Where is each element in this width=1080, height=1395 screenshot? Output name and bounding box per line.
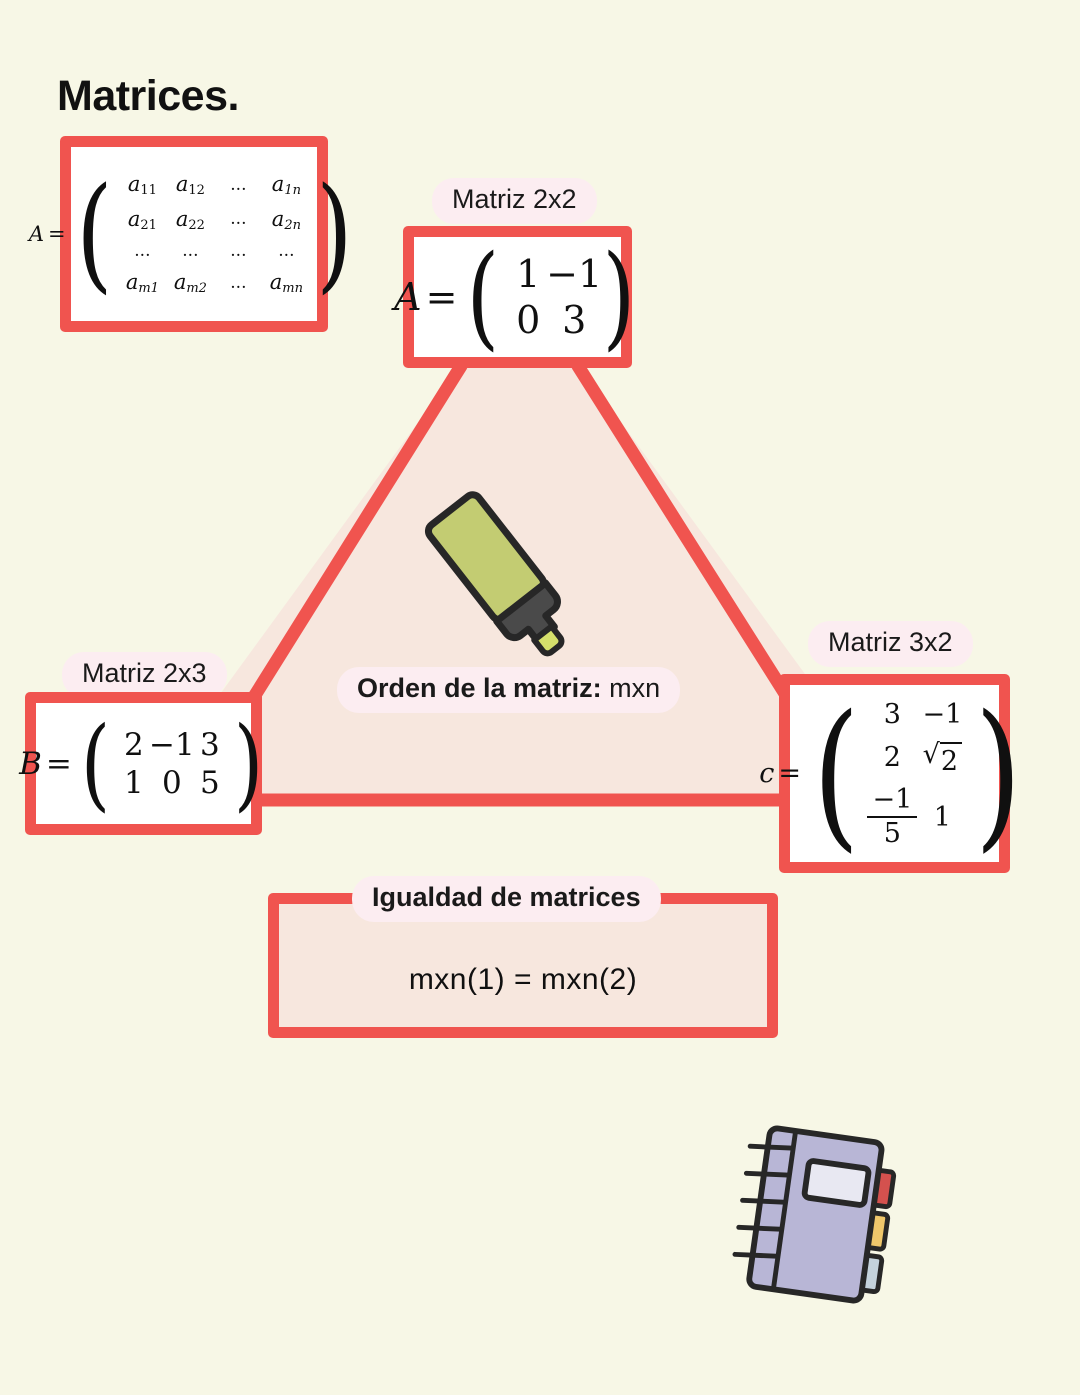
cell-r2-c3: ...	[278, 241, 295, 262]
cell-a1n: a1n	[271, 171, 301, 198]
matrix-a-box: A = ( 1 −1 0 3 )	[394, 226, 635, 368]
matrix-c-name: c	[759, 758, 775, 789]
cell-a22: a22	[175, 206, 205, 233]
left-paren: (	[80, 704, 111, 822]
cell-a2n: a2n	[271, 206, 301, 233]
cell-am2: am2	[173, 270, 207, 297]
matrix-b-cell-0-1: −1	[149, 726, 195, 763]
order-label-value: mxn	[609, 673, 661, 703]
order-of-matrix-label: Orden de la matriz: mxn	[337, 667, 681, 713]
matrix-b-box: B = ( 2 −1 3 1 0 5 )	[19, 692, 264, 835]
right-paren: )	[233, 704, 264, 822]
matrix-c-cell-2-1: 1	[933, 801, 951, 833]
general-matrix-name: A	[28, 221, 44, 246]
cell-r2-c2: ...	[230, 241, 247, 262]
general-matrix-box: A = ( a11 a12 ... a1n a21 a22 ... a2n ..…	[29, 136, 353, 332]
cell-r1-ellipsis: ...	[230, 209, 247, 230]
matrix-c-cell-0-0: 3	[883, 698, 901, 730]
fraction-numerator: −1	[872, 783, 913, 815]
matrix-b-cell-0-2: 3	[200, 726, 220, 763]
sqrt-radicand: 2	[939, 741, 963, 777]
matrix-c-cell-1-0: 2	[883, 742, 901, 774]
left-paren: (	[466, 231, 500, 362]
matrix-b-equals: =	[45, 745, 72, 782]
caption-igualdad-de-matrices: Igualdad de matrices	[352, 876, 661, 922]
cell-amn: amn	[269, 270, 304, 297]
right-paren: )	[975, 679, 1022, 867]
matrix-a-cell-1-0: 0	[516, 298, 541, 342]
matrix-c-equals: =	[778, 758, 801, 789]
order-label-bold: Orden de la matriz:	[357, 673, 602, 703]
matrix-a-cell-0-1: −1	[546, 252, 603, 296]
spiral-notebook-icon	[732, 1125, 897, 1304]
matrix-c-cell-0-1: −1	[922, 698, 963, 730]
general-matrix-equals: =	[48, 221, 66, 246]
cell-r3-ellipsis: ...	[230, 273, 247, 294]
highlighter-marker-icon	[424, 491, 565, 657]
right-paren: )	[602, 231, 636, 362]
matrix-a-name: A	[394, 275, 422, 319]
matrix-c-box: c = ( 3 −1 2 √ 2 −1 5 1 )	[759, 674, 1022, 873]
matrix-c-cell-2-0-fraction: −1 5	[867, 783, 918, 849]
cell-a12: a12	[175, 171, 205, 198]
caption-matriz-2x3: Matriz 2x3	[62, 652, 227, 698]
page-title: Matrices.	[57, 72, 239, 120]
matrix-c-cell-1-1-sqrt: √ 2	[922, 738, 963, 777]
cell-r0-ellipsis: ...	[230, 174, 247, 195]
matrix-a-cell-1-1: 3	[562, 298, 587, 342]
caption-matriz-3x2: Matriz 3x2	[808, 621, 973, 667]
matrix-b-cell-0-0: 2	[124, 726, 144, 763]
fraction-denominator: 5	[867, 816, 918, 848]
equality-expression: mxn(1) = mxn(2)	[408, 962, 638, 996]
matrix-b-name: B	[19, 745, 42, 782]
matrix-a-cell-0-0: 1	[516, 252, 541, 296]
caption-matriz-2x2: Matriz 2x2	[432, 178, 597, 224]
matrix-b-cell-1-1: 0	[162, 764, 182, 801]
right-paren: )	[316, 160, 354, 306]
sqrt-icon: √	[922, 738, 940, 770]
cell-am1: am1	[125, 270, 159, 297]
matrix-b-cell-1-0: 1	[124, 764, 144, 801]
cell-a21: a21	[127, 206, 157, 233]
left-paren: (	[812, 679, 860, 867]
cell-r2-c1: ...	[182, 241, 199, 262]
matrix-b-cell-1-2: 5	[200, 764, 220, 801]
cell-r2-c0: ...	[134, 241, 151, 262]
matrix-a-equals: =	[425, 275, 458, 319]
cell-a11: a11	[127, 171, 157, 198]
left-paren: (	[75, 160, 113, 306]
